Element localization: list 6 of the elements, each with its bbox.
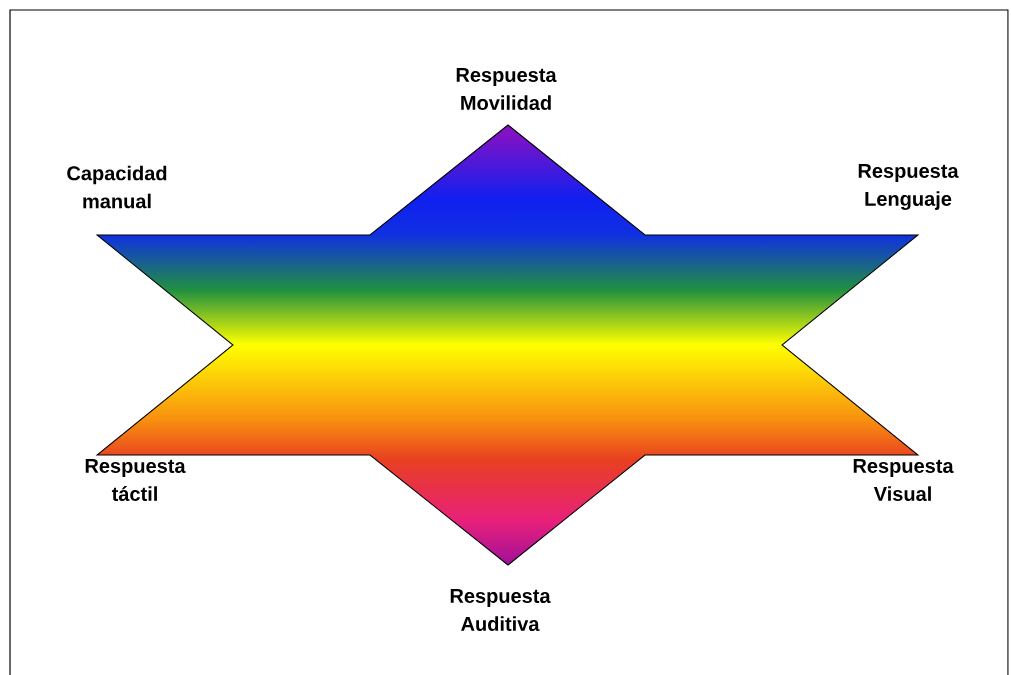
point-label: Respuesta Lenguaje xyxy=(858,164,959,210)
point-label: Capacidad manual xyxy=(67,165,167,209)
point-label: Respuesta Movilidad xyxy=(456,68,557,110)
point-label: Respuesta táctil xyxy=(85,459,186,501)
point-label: Respuesta Auditiva xyxy=(450,589,551,631)
point-label: Respuesta Visual xyxy=(853,459,954,501)
